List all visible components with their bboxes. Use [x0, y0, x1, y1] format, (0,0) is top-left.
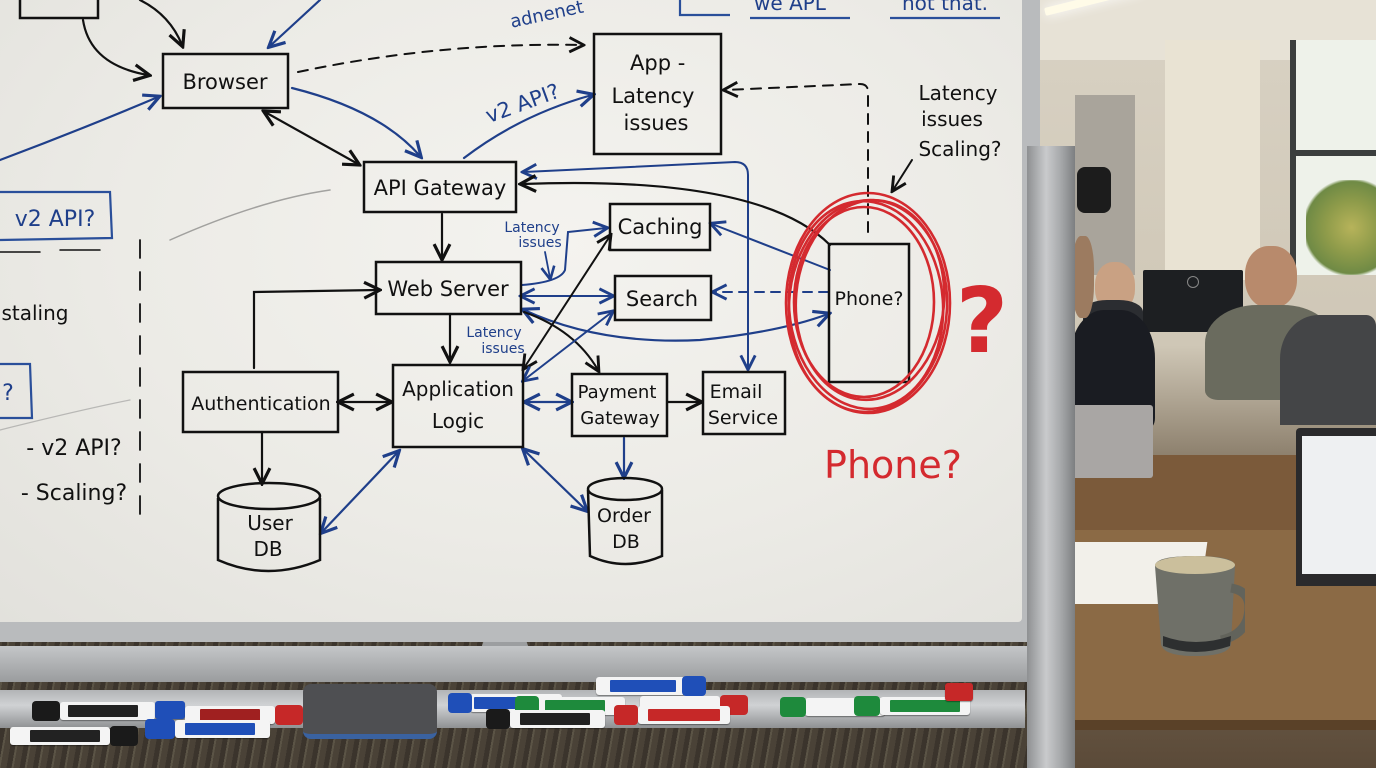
- node-search: Search: [626, 287, 698, 311]
- node-payment-gateway: Payment: [578, 382, 657, 403]
- svg-text:issues: issues: [481, 341, 524, 357]
- node-browser: Browser: [182, 70, 267, 94]
- node-api-gateway: API Gateway: [374, 176, 507, 200]
- browser-box: [161, 52, 290, 110]
- blue-marker-cap[interactable]: [155, 701, 185, 719]
- whiteboard-knob[interactable]: [1077, 167, 1111, 213]
- svg-text:App -: App -: [630, 51, 685, 75]
- left-note-v2-api: - v2 API?: [26, 436, 121, 461]
- payment-gateway-box: [570, 372, 669, 438]
- web-server-box: [374, 260, 523, 316]
- office-window: [1290, 40, 1376, 275]
- svg-text:Service: Service: [708, 407, 778, 429]
- left-boxed-question: ?: [2, 381, 14, 406]
- node-web-server: Web Server: [387, 277, 509, 301]
- laptop-back: [1068, 405, 1153, 478]
- node-caching: Caching: [618, 215, 703, 239]
- boxes: [161, 32, 911, 573]
- person-right-edge: [1280, 315, 1376, 425]
- red-marker-cap[interactable]: [945, 683, 973, 701]
- left-boxed-v2-api: v2 API?: [15, 207, 96, 232]
- search-box: [613, 274, 713, 322]
- whiteboard-eraser[interactable]: [303, 684, 437, 739]
- node-user-db: User: [247, 511, 293, 535]
- left-note-staling: staling: [1, 301, 68, 325]
- laptop-front: [1296, 428, 1376, 586]
- architecture-diagram: Browser App - Latency issues API Gateway…: [0, 0, 1008, 573]
- whiteboard-surface: [0, 0, 1022, 622]
- top-partial-not-that: not that.: [902, 0, 988, 15]
- diagram-labels: Browser App - Latency issues API Gateway…: [1, 51, 1001, 561]
- red-phone-label: Phone?: [824, 443, 962, 487]
- blue-marker[interactable]: [145, 719, 270, 739]
- monitor-logo: [1187, 276, 1199, 288]
- note-latency-scaling: Latency: [918, 81, 997, 105]
- authentication-box: [181, 370, 340, 434]
- svg-text:Latency: Latency: [611, 84, 694, 108]
- api-gateway-box: [362, 160, 518, 214]
- svg-text:issues: issues: [921, 107, 983, 131]
- email-service-box: [701, 370, 787, 436]
- node-email-service: Email: [710, 381, 763, 403]
- whiteboard-tray-back: [0, 646, 1040, 682]
- left-note-scaling: - Scaling?: [21, 481, 127, 506]
- top-partial-we-apl: we APL: [754, 0, 827, 15]
- svg-text:Logic: Logic: [432, 409, 484, 433]
- svg-text:Gateway: Gateway: [580, 408, 660, 429]
- window-sash: [1296, 150, 1376, 156]
- svg-text:DB: DB: [612, 531, 640, 553]
- black-marker[interactable]: [10, 726, 138, 746]
- application-logic-box: [391, 363, 525, 449]
- svg-text:issues: issues: [624, 111, 689, 135]
- person-dark-shirt-head: [1072, 236, 1094, 318]
- note-latency-2: Latency: [466, 325, 521, 341]
- laptop-display: [1302, 436, 1376, 574]
- blue-marker[interactable]: [596, 676, 706, 696]
- node-authentication: Authentication: [191, 393, 330, 415]
- person-grey-shirt-head: [1245, 246, 1297, 308]
- whiteboard-stand-post: [1027, 146, 1075, 768]
- wall-pillar: [1165, 40, 1260, 280]
- black-marker[interactable]: [32, 701, 155, 721]
- red-marker[interactable]: [614, 705, 730, 725]
- blue-labels: v2 API? Latency issues Latency issues v2…: [2, 0, 988, 406]
- red-question-mark: ?: [956, 269, 1008, 374]
- svg-text:Scaling?: Scaling?: [918, 137, 1001, 161]
- svg-text:issues: issues: [518, 235, 561, 251]
- red-marker[interactable]: [185, 705, 303, 725]
- red-circle-scribble: [784, 191, 952, 415]
- connectors: [0, 0, 913, 532]
- caching-box: [608, 202, 712, 252]
- app-latency-box: [592, 32, 723, 156]
- top-partial-text: adnenet: [508, 0, 585, 33]
- node-application-logic: Application: [402, 377, 514, 401]
- coffee-mug: [1155, 556, 1245, 656]
- svg-text:DB: DB: [253, 537, 282, 561]
- note-latency-1: Latency: [504, 220, 559, 236]
- trees-outside: [1306, 180, 1376, 275]
- node-phone: Phone?: [835, 288, 904, 310]
- blue-note-boxes: [0, 0, 1000, 420]
- node-order-db: Order: [597, 505, 651, 527]
- red-labels: Phone? ?: [824, 269, 1008, 487]
- green-marker[interactable]: [854, 696, 970, 716]
- phone-box: [827, 242, 911, 384]
- black-marker[interactable]: [486, 709, 605, 729]
